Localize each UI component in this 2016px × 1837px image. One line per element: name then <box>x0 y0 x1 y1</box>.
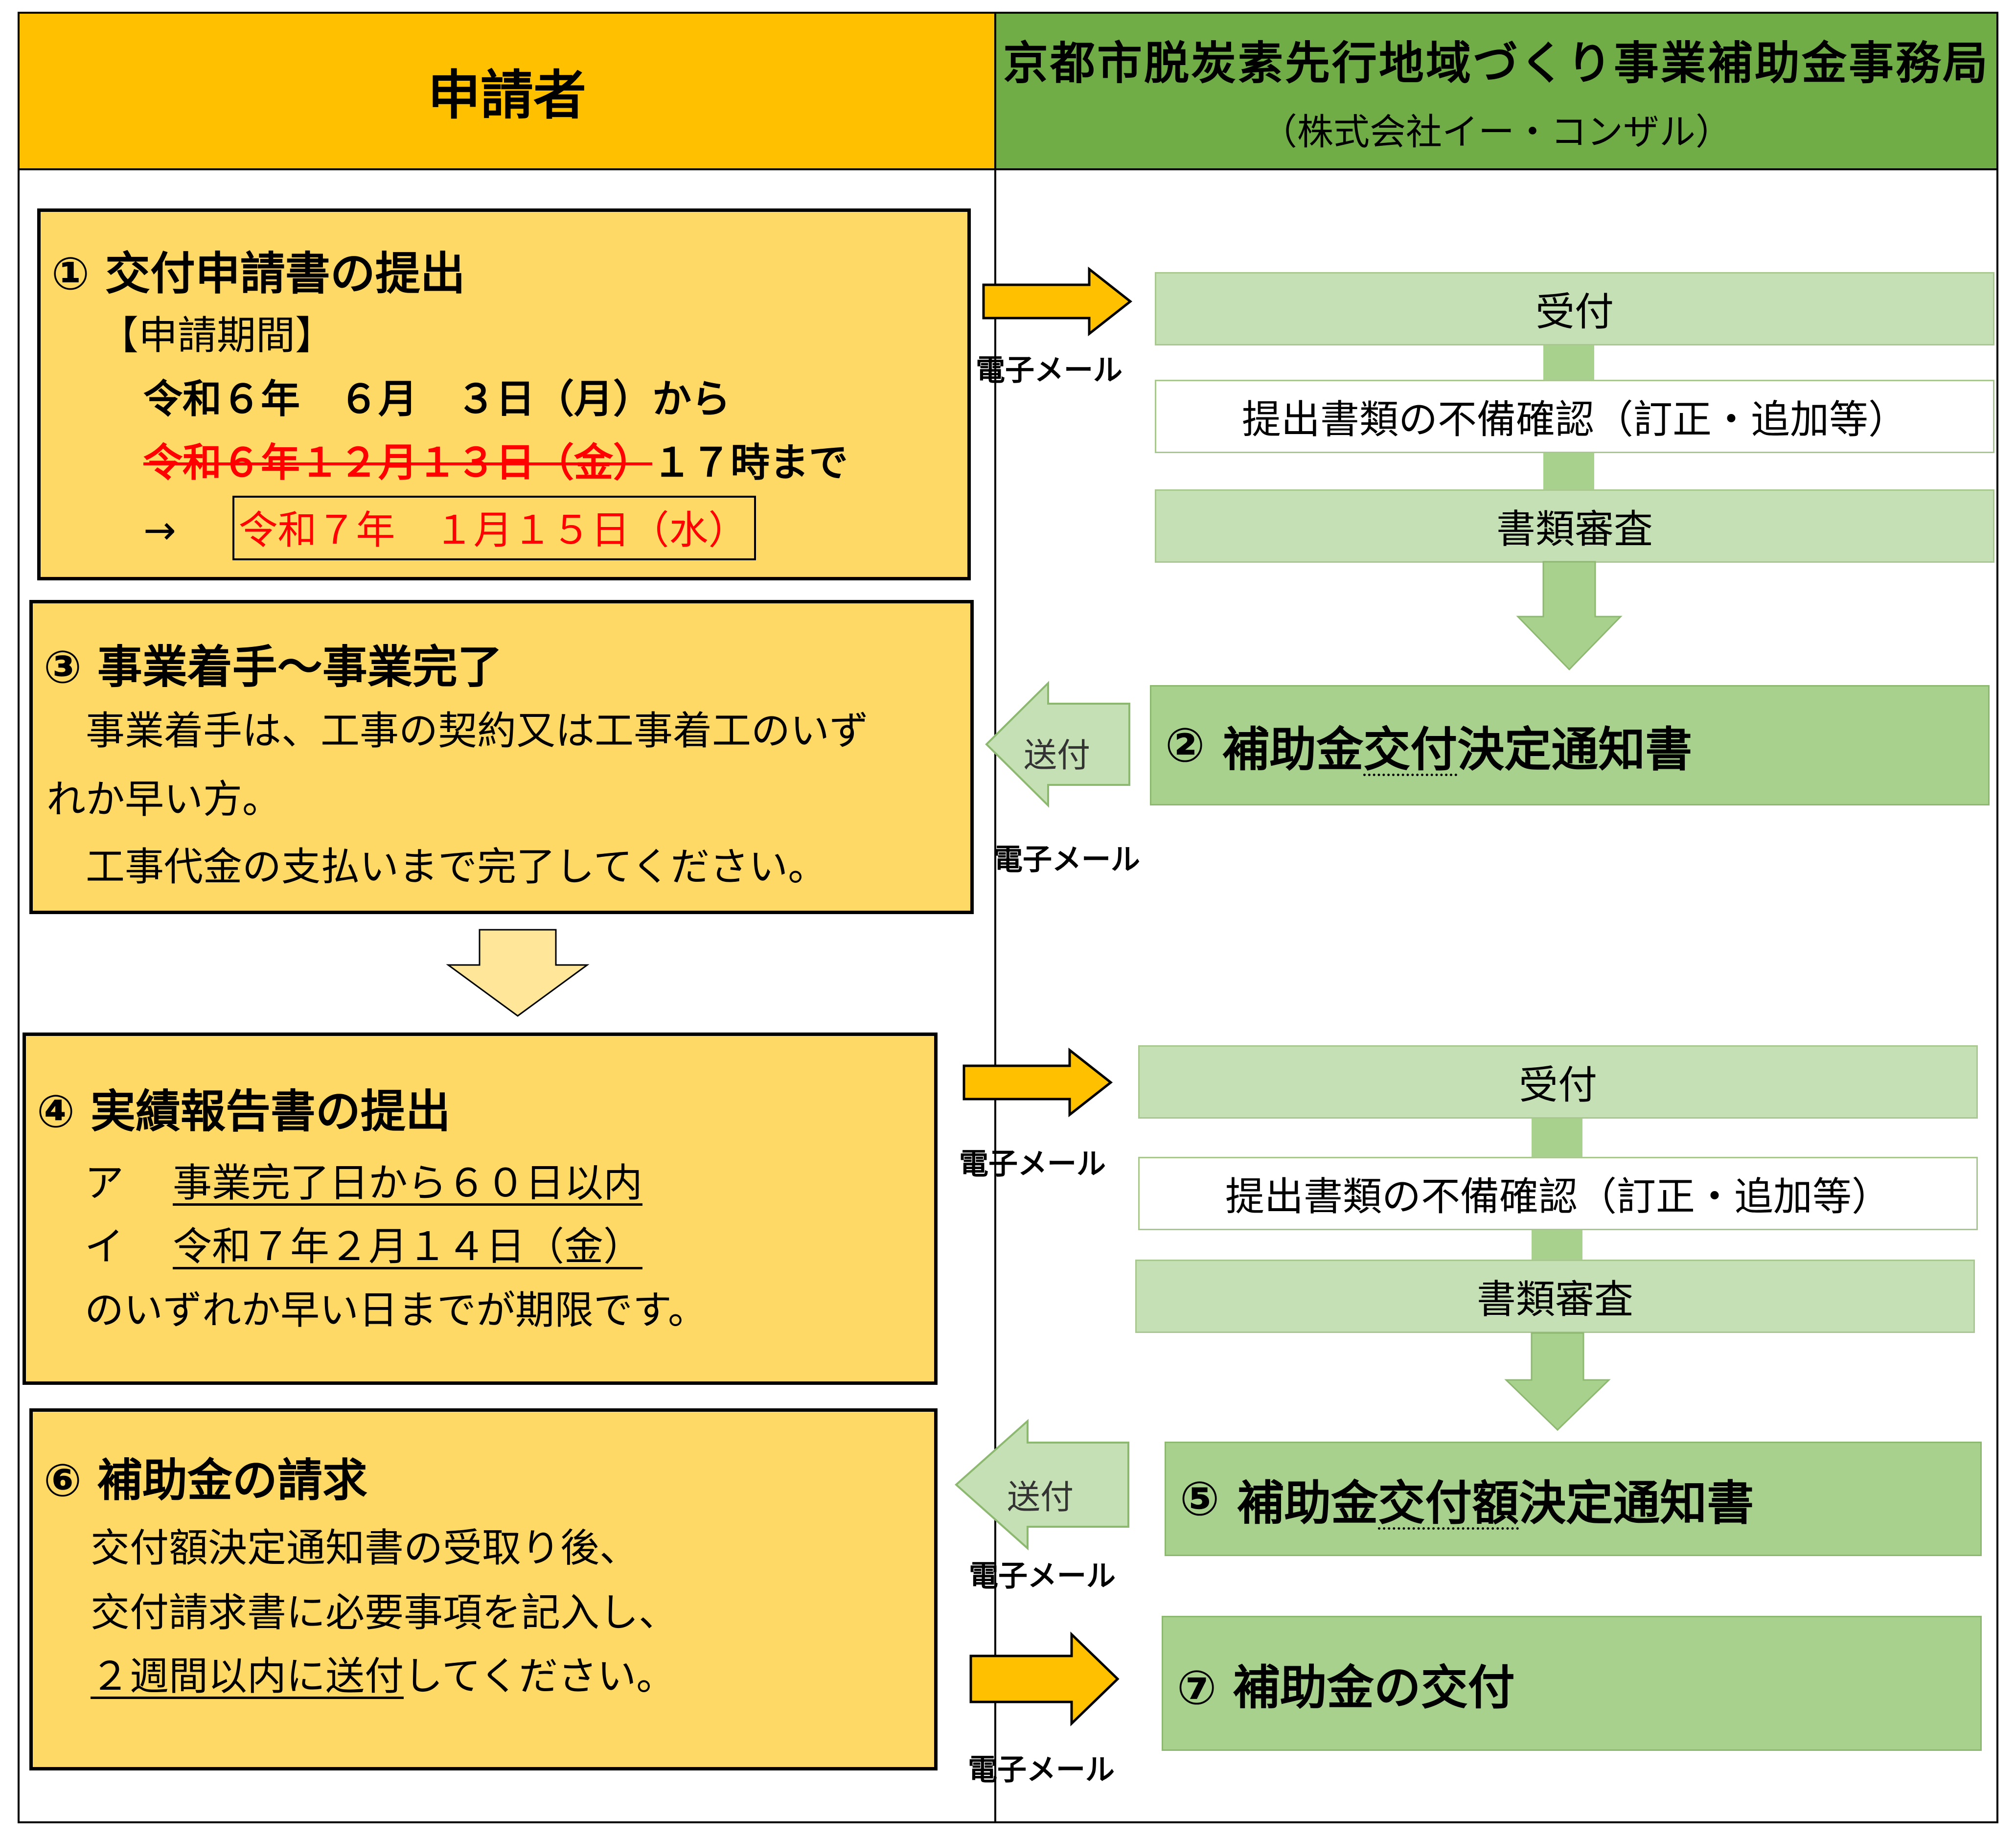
office2-check-label: 提出書類の不備確認（訂正・追加等） <box>1225 1174 1891 1219</box>
office2-notice-num: ⑤ <box>1180 1471 1220 1526</box>
office2-review-label: 書類審査 <box>1477 1277 1633 1322</box>
arrow-notice2-email-label: 電子メール <box>969 1559 1116 1593</box>
office-title: 京都市脱炭素先行地域づくり事業補助金事務局 <box>1003 37 1990 90</box>
step1-period-label: 【申請期間】 <box>99 313 334 358</box>
step1-old-end: 令和６年１２月１３日（金） <box>143 440 652 485</box>
step3-line1: 事業着手は、工事の契約又は工事着工のいず <box>46 708 869 754</box>
step1-new-end-line: → 令和７年 １月１５日（水） <box>143 496 756 560</box>
step1-start-date: 令和６年 ６月 ３日（月）から <box>143 376 731 422</box>
office1-review: 書類審査 <box>1155 489 1994 563</box>
office2-notice: ⑤ 補助金交付額決定通知書 <box>1165 1442 1982 1556</box>
step4-i-mark: イ <box>85 1224 124 1269</box>
arrow-step4-email <box>962 1047 1113 1118</box>
step6-line3: ２週間以内に送付してください。 <box>91 1645 675 1701</box>
step4-a-mark: ア <box>85 1160 124 1206</box>
office2-notice-pre: 補助金 <box>1237 1475 1378 1531</box>
down-arrow-step3-to-step4 <box>446 929 590 1017</box>
step6-line3-rest: してください。 <box>404 1653 676 1699</box>
office2-notice-mid: 交付額 <box>1378 1475 1519 1531</box>
office1-notice-mid: 交付 <box>1363 722 1458 777</box>
office1-check-label: 提出書類の不備確認（訂正・追加等） <box>1242 397 1907 442</box>
arrow-step1-email <box>982 266 1133 337</box>
office-subtitle: （株式会社イー・コンザル） <box>1261 111 1732 153</box>
step1-new-end: 令和７年 １月１５日（水） <box>232 496 756 560</box>
arrow-notice2-send <box>954 1419 1129 1551</box>
office2-notice-post: 決定通知書 <box>1519 1475 1754 1531</box>
arrow-notice1-send-label: 送付 <box>1024 736 1091 775</box>
arrow-step7-email-label: 電子メール <box>968 1753 1115 1787</box>
office1-review-label: 書類審査 <box>1496 506 1653 552</box>
office2-receive: 受付 <box>1138 1045 1978 1119</box>
applicant-header-label: 申請者 <box>427 65 586 126</box>
office1-notice-pre: 補助金 <box>1222 722 1364 777</box>
office2-check: 提出書類の不備確認（訂正・追加等） <box>1138 1157 1978 1230</box>
step6-line2: 交付請求書に必要事項を記入し、 <box>91 1590 678 1635</box>
office1-receive: 受付 <box>1155 272 1994 345</box>
step1-end-line: 令和６年１２月１３日（金）１７時まで <box>143 431 848 488</box>
step3-line2: れか早い方。 <box>46 777 281 822</box>
step7-box: ⑦ 補助金の交付 <box>1162 1616 1982 1751</box>
step4-box: ④ 実績報告書の提出 ア 事業完了日から６０日以内 イ 令和７年２月１４日（金） の… <box>23 1033 938 1385</box>
applicant-header: 申請者 <box>18 12 996 170</box>
step7-title: ⑦ 補助金の交付 <box>1177 1660 1515 1715</box>
step4-a-text: 事業完了日から６０日以内 <box>173 1160 642 1206</box>
step1-end-time: １７時まで <box>652 440 848 485</box>
step4-title: ④ 実績報告書の提出 <box>37 1085 451 1138</box>
office1-notice-post: 決定通知書 <box>1457 722 1693 777</box>
arrow-step1-email-label: 電子メール <box>976 353 1123 388</box>
office1-receive-label: 受付 <box>1535 289 1614 335</box>
office2-receive-label: 受付 <box>1519 1062 1597 1108</box>
arrow-notice2-send-label: 送付 <box>1007 1478 1074 1517</box>
office2-down-arrow <box>1504 1332 1611 1431</box>
office2-review: 書類審査 <box>1135 1260 1975 1333</box>
arrow-step4-email-label: 電子メール <box>959 1147 1106 1181</box>
office1-down-arrow <box>1516 561 1623 671</box>
step3-box: ③ 事業着手～事業完了 事業着手は、工事の契約又は工事着工のいず れか早い方。 … <box>29 600 974 914</box>
step6-box: ⑥ 補助金の請求 交付額決定通知書の受取り後、 交付請求書に必要事項を記入し、 … <box>29 1408 938 1770</box>
office1-notice: ② 補助金交付決定通知書 <box>1150 685 1990 805</box>
office-header: 京都市脱炭素先行地域づくり事業補助金事務局 （株式会社イー・コンザル） <box>994 12 1998 170</box>
step4-i-text: 令和７年２月１４日（金） <box>173 1224 642 1269</box>
step1-arrow: → <box>143 507 177 553</box>
step6-deadline: ２週間以内に送付 <box>91 1653 404 1699</box>
step1-title: ① 交付申請書の提出 <box>51 248 465 300</box>
arrow-notice1-send <box>985 681 1130 808</box>
step6-title: ⑥ 補助金の請求 <box>44 1454 367 1507</box>
step4-line3: のいずれか早い日までが期限です。 <box>85 1287 707 1333</box>
step1-box: ① 交付申請書の提出 【申請期間】 令和６年 ６月 ３日（月）から 令和６年１２… <box>37 208 971 580</box>
step6-line1: 交付額決定通知書の受取り後、 <box>91 1525 639 1571</box>
office1-notice-num: ② <box>1165 718 1205 773</box>
arrow-step7-email <box>969 1631 1120 1726</box>
step4-item-i: イ 令和７年２月１４日（金） <box>85 1215 642 1272</box>
column-divider <box>994 170 996 1823</box>
office1-check: 提出書類の不備確認（訂正・追加等） <box>1155 380 1994 453</box>
step3-line3: 工事代金の支払いまで完了してください。 <box>46 844 827 890</box>
step4-item-a: ア 事業完了日から６０日以内 <box>85 1151 642 1208</box>
step3-title: ③ 事業着手～事業完了 <box>44 641 503 693</box>
arrow-notice1-email-label: 電子メール <box>993 843 1140 877</box>
